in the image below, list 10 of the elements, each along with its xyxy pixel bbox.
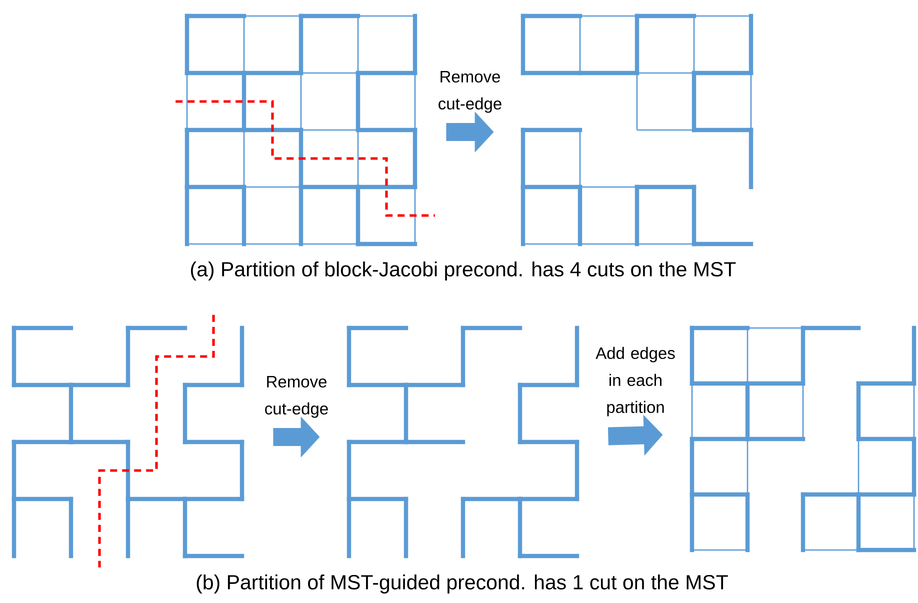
edge-label: Remove cut-edge <box>438 71 502 113</box>
caption: (b) Partition of MST-guided precond. has 1 cut on the MST <box>196 574 728 594</box>
edge-label: Add edges in each partition <box>596 346 675 416</box>
grid-drawing <box>12 314 244 568</box>
edge-label: Remove cut-edge <box>265 376 328 418</box>
grid-drawing <box>690 326 916 552</box>
grid-drawing <box>176 14 435 246</box>
grid-drawing <box>346 326 580 558</box>
caption: (a) Partition of block-Jacobi precond. has 4 cuts on the MST <box>191 261 736 281</box>
grid-drawing <box>520 14 754 246</box>
